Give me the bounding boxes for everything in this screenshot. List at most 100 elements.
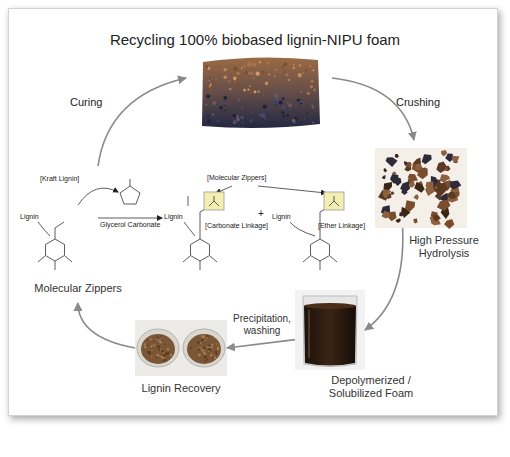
foam-speck bbox=[265, 82, 269, 86]
lignin-granule bbox=[197, 341, 199, 343]
foam-speck bbox=[213, 78, 216, 81]
foam-speck bbox=[227, 73, 228, 74]
foam-speck bbox=[236, 72, 239, 75]
step-caption: High Pressure Hydrolysis bbox=[405, 234, 483, 260]
foam-speck bbox=[238, 104, 241, 107]
lignin-granule bbox=[153, 351, 154, 352]
foam-speck bbox=[208, 77, 210, 79]
foam-speck bbox=[212, 101, 216, 105]
foam-speck bbox=[274, 94, 278, 98]
foam-speck bbox=[288, 79, 290, 81]
petri-dish-photo bbox=[135, 320, 227, 376]
foam-fragment bbox=[383, 168, 387, 172]
foam-speck bbox=[261, 113, 265, 117]
lignin-granule bbox=[201, 349, 204, 352]
lignin-granule bbox=[147, 345, 149, 347]
lignin-granule bbox=[207, 358, 209, 360]
foam-speck bbox=[225, 102, 228, 105]
foam-speck bbox=[281, 111, 284, 114]
chem-label: Glycerol Carbonate bbox=[100, 221, 160, 228]
foam-speck bbox=[215, 79, 216, 80]
foam-fragment bbox=[400, 181, 410, 192]
highlight-box bbox=[204, 192, 224, 210]
foam-fragment bbox=[452, 156, 460, 163]
foam-speck bbox=[212, 81, 216, 85]
lignin-granule bbox=[151, 350, 152, 351]
foam-speck bbox=[243, 64, 246, 67]
chem-label: [Ether Linkage] bbox=[318, 222, 365, 229]
step-caption: Molecular Zippers bbox=[28, 282, 128, 295]
foam-speck bbox=[261, 108, 264, 111]
foam-speck bbox=[242, 107, 244, 109]
foam-speck bbox=[274, 76, 276, 78]
photo-step-box: Lignin Recovery bbox=[135, 320, 227, 376]
lignin-granule bbox=[151, 356, 152, 357]
foam-speck bbox=[310, 85, 313, 88]
lignin-granule bbox=[153, 342, 154, 343]
highlight-box bbox=[324, 192, 344, 210]
foam-speck bbox=[282, 66, 284, 68]
foam-fragment bbox=[447, 192, 456, 199]
foam-speck bbox=[243, 90, 245, 92]
foam-fragment bbox=[410, 181, 415, 188]
foam-speck bbox=[299, 64, 301, 66]
foam-fragment bbox=[426, 182, 434, 190]
lignin-granule bbox=[160, 335, 162, 337]
lignin-granule bbox=[147, 339, 149, 341]
lignin-granule bbox=[216, 353, 218, 355]
process-arrow bbox=[78, 303, 135, 348]
diagram-title: Recycling 100% biobased lignin-NIPU foam bbox=[0, 31, 510, 48]
foam-speck bbox=[300, 102, 302, 104]
linkage-symbol bbox=[329, 196, 339, 206]
foam-speck bbox=[205, 65, 208, 68]
foam-fragment bbox=[444, 219, 454, 229]
foam-speck bbox=[208, 71, 209, 72]
lignin-granule bbox=[157, 337, 159, 339]
foam-speck bbox=[256, 72, 260, 76]
foam-fragment bbox=[436, 162, 448, 174]
lignin-granule bbox=[148, 352, 151, 355]
lignin-granule bbox=[167, 342, 168, 343]
lignin-granule bbox=[162, 340, 163, 341]
foam-speck bbox=[206, 94, 210, 98]
foam-speck bbox=[304, 118, 305, 119]
lignin-granule bbox=[204, 356, 207, 359]
foam-fragment bbox=[422, 154, 432, 164]
foam-speck bbox=[233, 67, 237, 71]
foam-speck bbox=[268, 73, 270, 75]
foam-speck bbox=[242, 122, 243, 123]
lignin-granule bbox=[149, 338, 151, 340]
lignin-granule bbox=[158, 349, 160, 351]
foam-speck bbox=[297, 83, 300, 86]
lignin-granule bbox=[204, 336, 205, 337]
step-caption: Lignin Recovery bbox=[141, 382, 221, 395]
benzene-ring bbox=[46, 239, 65, 261]
foam-fragment bbox=[413, 194, 418, 200]
foam-speck bbox=[315, 82, 317, 84]
lignin-granule bbox=[214, 357, 217, 360]
foam-speck bbox=[223, 96, 227, 100]
foam-speck bbox=[216, 106, 218, 108]
lignin-granule bbox=[208, 345, 210, 347]
foam-speck bbox=[208, 62, 210, 64]
process-arrow bbox=[227, 340, 295, 348]
foam-speck bbox=[241, 67, 243, 69]
linkage-symbol bbox=[209, 196, 219, 206]
foam-speck bbox=[263, 94, 265, 96]
foam-speck bbox=[267, 65, 269, 67]
foam-speck bbox=[292, 119, 296, 123]
foam-speck bbox=[233, 77, 237, 81]
foam-speck bbox=[300, 91, 302, 93]
foam-speck bbox=[245, 71, 249, 75]
lignin-granule bbox=[205, 360, 207, 362]
foam-fragment bbox=[450, 181, 461, 190]
foam-speck bbox=[288, 104, 292, 108]
foam-speck bbox=[219, 106, 222, 109]
foam-speck bbox=[247, 62, 251, 66]
foam-speck bbox=[209, 80, 210, 81]
foam-speck bbox=[216, 120, 219, 123]
foam-speck bbox=[311, 80, 314, 83]
foam-speck bbox=[267, 61, 270, 64]
foam-speck bbox=[226, 68, 228, 70]
